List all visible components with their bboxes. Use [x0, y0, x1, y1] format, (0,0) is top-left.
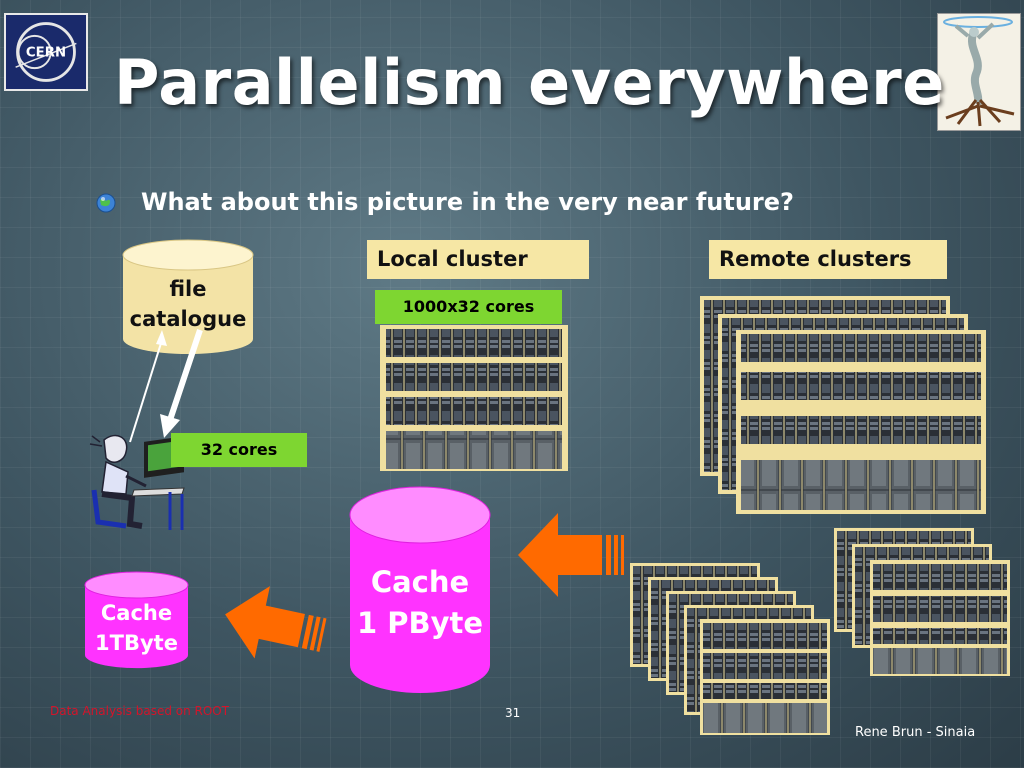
arrow-left-icon-small: [225, 586, 327, 659]
remote-cluster-stack-top: [700, 296, 986, 514]
user-cores-label: 32 cores: [171, 433, 307, 467]
remote-clusters-label: Remote clusters: [709, 240, 947, 279]
catalogue-arrows: [129, 329, 203, 443]
local-cluster-label: Local cluster: [367, 240, 589, 279]
slide-title: Parallelism everywhere: [114, 46, 945, 119]
page-number: 31: [505, 706, 521, 720]
footer-right-text: Rene Brun - Sinaia: [855, 725, 976, 740]
bullet-text: What about this picture in the very near…: [141, 188, 794, 216]
file-catalogue-cylinder: file catalogue: [122, 239, 254, 355]
arrow-left-icon: [518, 513, 624, 597]
file-catalogue-line1: file: [169, 277, 207, 301]
cache-large-line1: Cache: [370, 565, 470, 599]
user-at-computer-icon: [89, 434, 185, 530]
footer-left-text: Data Analysis based on ROOT: [50, 704, 230, 718]
cache-small-line2: 1TByte: [95, 631, 178, 655]
cache-small-line1: Cache: [100, 601, 173, 625]
cache-1pbyte-cylinder: Cache 1 PByte: [349, 485, 491, 695]
file-catalogue-line2: catalogue: [129, 307, 247, 331]
remote-cluster-stack-bottom-left: [630, 563, 830, 735]
cache-large-line2: 1 PByte: [356, 606, 484, 640]
globe-bullet-icon: [96, 193, 116, 213]
remote-cluster-stack-bottom-right: [834, 528, 1010, 676]
cern-logo: CERN: [4, 13, 88, 91]
root-tree-logo: [937, 13, 1021, 131]
local-cluster-rack: [380, 325, 568, 471]
cache-1tbyte-cylinder: Cache 1TByte: [84, 571, 189, 669]
local-cores-label: 1000x32 cores: [375, 290, 562, 324]
cern-logo-text: CERN: [26, 46, 66, 61]
